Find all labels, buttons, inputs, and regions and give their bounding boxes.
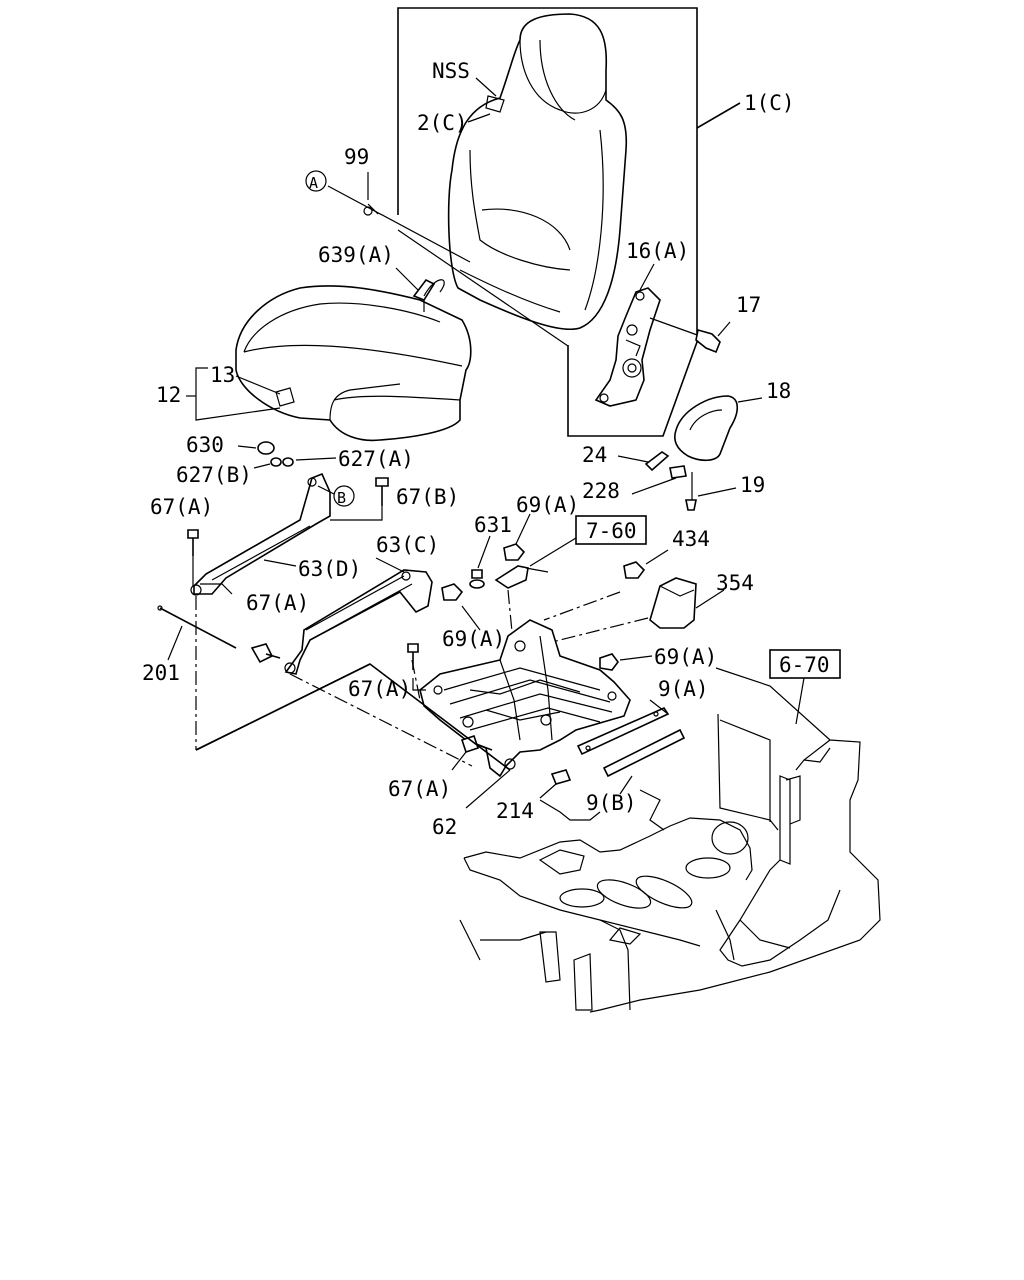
callout-circle-b: B bbox=[317, 485, 355, 507]
nut-69a-right bbox=[599, 653, 653, 671]
label-1c: 1(C) bbox=[744, 91, 795, 115]
seat-back-group-frame bbox=[397, 7, 741, 437]
harness-bracket bbox=[494, 537, 577, 589]
washers-627 bbox=[253, 457, 337, 469]
floor-panel bbox=[459, 667, 881, 1013]
label-nss: NSS bbox=[432, 59, 470, 83]
label-19: 19 bbox=[740, 473, 765, 497]
bolt-67a-mid-left bbox=[250, 643, 281, 664]
nut-69a-mid bbox=[441, 583, 481, 631]
label-16a: 16(A) bbox=[626, 239, 689, 263]
label-62: 62 bbox=[432, 815, 457, 839]
bolt-67a-center bbox=[407, 643, 426, 691]
label-2c: 2(C) bbox=[417, 111, 468, 135]
label-24: 24 bbox=[582, 443, 607, 467]
seat-recliner-hinge bbox=[594, 287, 661, 407]
label-228: 228 bbox=[582, 479, 620, 503]
ref-7-60-label: 7-60 bbox=[586, 519, 637, 543]
label-69a-2: 69(A) bbox=[442, 627, 505, 651]
label-9b: 9(B) bbox=[586, 791, 637, 815]
label-354: 354 bbox=[716, 571, 754, 595]
bolt-17 bbox=[649, 317, 721, 354]
label-627a: 627(A) bbox=[338, 447, 414, 471]
callout-b-letter: B bbox=[337, 489, 346, 507]
label-63d: 63(D) bbox=[298, 557, 361, 581]
label-9a: 9(A) bbox=[658, 677, 709, 701]
label-201: 201 bbox=[142, 661, 180, 685]
label-67a-2: 67(A) bbox=[246, 591, 309, 615]
ref-box-6-70[interactable]: 6-70 bbox=[769, 649, 841, 725]
label-67a-3: 67(A) bbox=[348, 677, 411, 701]
label-69a-1: 69(A) bbox=[516, 493, 579, 517]
callout-circle-a: A bbox=[305, 170, 327, 192]
label-18: 18 bbox=[766, 379, 791, 403]
plate-9b bbox=[602, 728, 686, 795]
label-17: 17 bbox=[736, 293, 761, 317]
bolt-67a-lower bbox=[451, 734, 493, 771]
label-631: 631 bbox=[474, 513, 512, 537]
label-630: 630 bbox=[186, 433, 224, 457]
label-12: 12 bbox=[156, 383, 181, 407]
seat-rail-63c bbox=[284, 557, 433, 675]
recline-lever-18 bbox=[673, 395, 739, 462]
bolt-67b bbox=[330, 477, 389, 521]
seat-back bbox=[447, 13, 628, 331]
label-99: 99 bbox=[344, 145, 369, 169]
pin-24 bbox=[617, 451, 670, 472]
seat-rail-63d bbox=[190, 472, 331, 596]
nut-434 bbox=[623, 549, 669, 579]
label-434: 434 bbox=[672, 527, 710, 551]
ref-box-7-60[interactable]: 7-60 bbox=[575, 515, 647, 545]
label-627b: 627(B) bbox=[176, 463, 252, 487]
clip-639a bbox=[412, 278, 445, 312]
label-13: 13 bbox=[210, 363, 235, 387]
bolt-631 bbox=[469, 535, 491, 589]
ref-6-70-label: 6-70 bbox=[779, 653, 830, 677]
label-69a-3: 69(A) bbox=[654, 645, 717, 669]
bolt-214 bbox=[539, 769, 572, 799]
nut-69a-upper bbox=[503, 513, 531, 561]
screw-228 bbox=[631, 465, 687, 495]
label-214: 214 bbox=[496, 799, 534, 823]
label-67a-1: 67(A) bbox=[150, 495, 213, 519]
screw-19 bbox=[685, 472, 737, 511]
bolt-67a-upper-left bbox=[187, 529, 199, 586]
rod-201 bbox=[157, 605, 237, 661]
bracket-354 bbox=[649, 577, 725, 629]
label-67a-4: 67(A) bbox=[388, 777, 451, 801]
plate-9a bbox=[576, 699, 670, 756]
callout-a-letter: A bbox=[309, 174, 318, 192]
label-63c: 63(C) bbox=[376, 533, 439, 557]
seat-cushion bbox=[235, 285, 472, 442]
nut-630 bbox=[237, 441, 275, 455]
label-639a: 639(A) bbox=[318, 243, 394, 267]
label-67b: 67(B) bbox=[396, 485, 459, 509]
